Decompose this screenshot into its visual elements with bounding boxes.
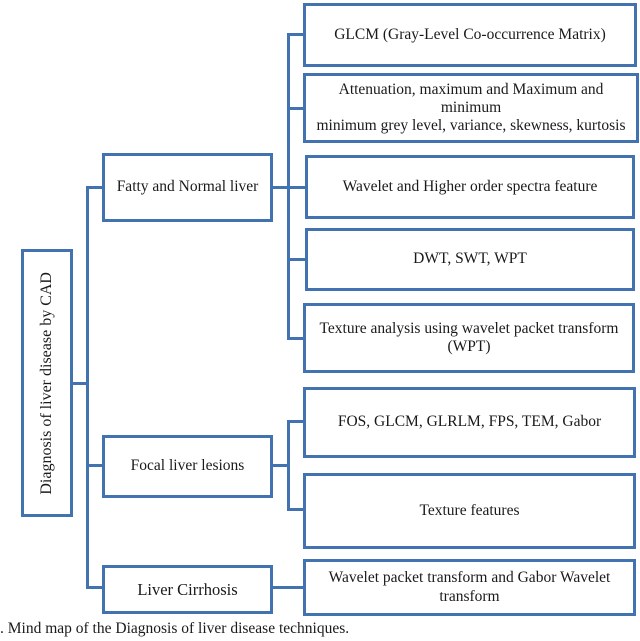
leaf-node-dwt-swt-wpt[interactable]: DWT, SWT, WPT: [305, 228, 635, 291]
connector-root-to-cirrhosis: [86, 586, 104, 589]
leaf-node-label: Wavelet and Higher order spectra feature: [342, 177, 598, 195]
connector-focal-to-leaf-5: [287, 420, 305, 423]
connector-root-to-fatty: [86, 186, 104, 189]
leaf-node-label: Texture analysis using wavelet packet tr…: [319, 319, 619, 355]
connector-fatty-to-leaf-1: [287, 107, 305, 110]
root-node[interactable]: Diagnosis of liver disease by CAD: [21, 249, 73, 517]
connector-focal-stub: [273, 464, 290, 467]
connector-focal-spine: [287, 420, 290, 511]
root-node-label: Diagnosis of liver disease by CAD: [37, 271, 55, 495]
leaf-node-label: Attenuation, maximum and Maximum and min…: [316, 80, 626, 135]
leaf-node-texture-features[interactable]: Texture features: [303, 473, 636, 549]
leaf-node-texture-analysis-wpt[interactable]: Texture analysis using wavelet packet tr…: [303, 303, 635, 373]
leaf-node-wpt-gabor-wavelet[interactable]: Wavelet packet transform and Gabor Wavel…: [303, 559, 636, 616]
branch-node-label: Fatty and Normal liver: [116, 178, 259, 196]
branch-node-liver-cirrhosis[interactable]: Liver Cirrhosis: [102, 565, 273, 614]
connector-cirrhosis-stub: [273, 586, 290, 589]
connector-fatty-to-leaf-2: [287, 186, 307, 189]
figure-caption: . Mind map of the Diagnosis of liver dis…: [0, 620, 350, 637]
leaf-node-glcm[interactable]: GLCM (Gray-Level Co-occurrence Matrix): [303, 3, 637, 67]
leaf-node-label: Texture features: [419, 501, 520, 519]
connector-fatty-to-leaf-3: [287, 258, 307, 261]
leaf-node-label: Wavelet packet transform and Gabor Wavel…: [328, 569, 611, 605]
branch-node-fatty-and-normal-liver[interactable]: Fatty and Normal liver: [102, 153, 273, 222]
leaf-node-attenuation-stats[interactable]: Attenuation, maximum and Maximum and min…: [303, 73, 639, 143]
branch-node-label: Focal liver lesions: [130, 457, 245, 475]
branch-node-label: Liver Cirrhosis: [137, 579, 238, 599]
connector-fatty-to-leaf-4: [287, 337, 305, 340]
leaf-node-label: DWT, SWT, WPT: [413, 250, 527, 268]
connector-root-stub: [73, 382, 89, 385]
leaf-node-fos-glcm-glrlm[interactable]: FOS, GLCM, GLRLM, FPS, TEM, Gabor: [303, 387, 636, 458]
connector-root-spine: [86, 186, 89, 589]
leaf-node-label: FOS, GLCM, GLRLM, FPS, TEM, Gabor: [337, 413, 602, 431]
connector-fatty-to-leaf-0: [287, 33, 305, 36]
branch-node-focal-liver-lesions[interactable]: Focal liver lesions: [102, 435, 273, 498]
connector-fatty-stub: [273, 186, 290, 189]
connector-cirrhosis-to-leaf-7: [287, 586, 305, 589]
connector-focal-to-leaf-6: [287, 508, 305, 511]
leaf-node-wavelet-hos[interactable]: Wavelet and Higher order spectra feature: [305, 155, 635, 219]
leaf-node-label: GLCM (Gray-Level Co-occurrence Matrix): [334, 25, 606, 43]
connector-root-to-focal: [86, 464, 104, 467]
